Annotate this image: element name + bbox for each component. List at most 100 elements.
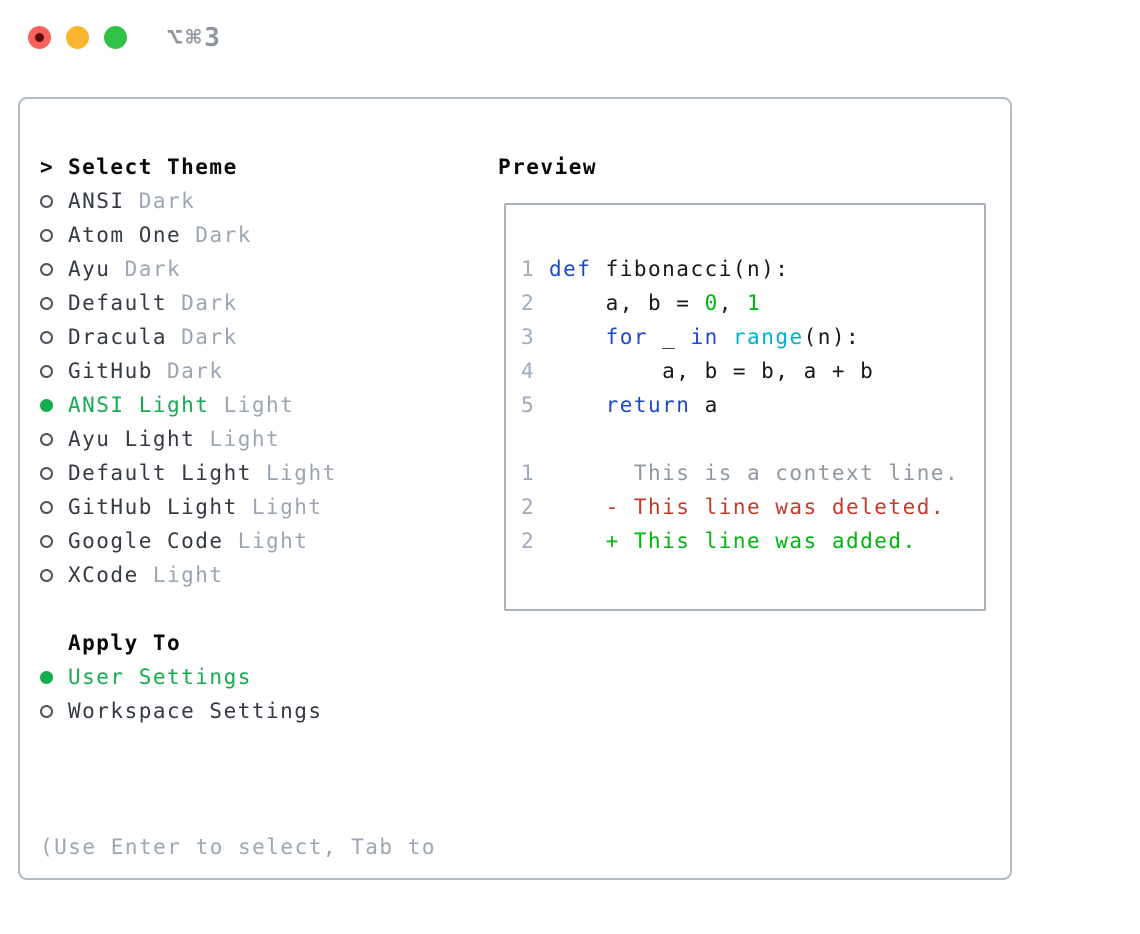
item-label: Google Code xyxy=(68,529,224,553)
code-line: 2 a, b = 0, 1 xyxy=(521,286,984,320)
item-tag: Dark xyxy=(152,359,224,383)
theme-item[interactable]: ANSI Dark xyxy=(40,184,498,218)
code-content: This is a context line. xyxy=(549,456,959,490)
code-content: - This line was deleted. xyxy=(549,490,945,524)
code-token-text xyxy=(719,325,733,349)
maximize-button[interactable] xyxy=(104,26,127,49)
radio-icon xyxy=(40,330,68,344)
theme-item[interactable]: Dracula Dark xyxy=(40,320,498,354)
item-label: ANSI Light xyxy=(68,393,210,417)
code-content: for _ in range(n): xyxy=(549,320,860,354)
radio-icon xyxy=(40,262,68,276)
item-tag: Dark xyxy=(167,291,238,315)
code-token-keyword: def xyxy=(549,257,592,281)
code-token-context: This is a context line. xyxy=(549,461,960,485)
code-content: return a xyxy=(549,388,719,422)
line-number: 1 xyxy=(521,257,536,281)
radio-icon xyxy=(40,228,68,242)
code-line: 3 for _ in range(n): xyxy=(521,320,984,354)
line-number: 4 xyxy=(521,359,536,383)
radio-selected-icon xyxy=(40,670,68,684)
radio-icon xyxy=(40,568,68,582)
minimize-button[interactable] xyxy=(66,26,89,49)
line-number: 1 xyxy=(521,461,536,485)
close-button-dot-icon xyxy=(35,33,44,42)
radio-dot xyxy=(40,194,53,208)
item-label: Workspace Settings xyxy=(68,699,323,723)
code-token-text: a, b = xyxy=(549,291,705,315)
close-button[interactable] xyxy=(28,26,51,49)
radio-icon xyxy=(40,534,68,548)
theme-item[interactable]: ANSI Light Light xyxy=(40,388,498,422)
theme-item[interactable]: GitHub Light Light xyxy=(40,490,498,524)
radio-icon xyxy=(40,364,68,378)
item-tag: Dark xyxy=(124,189,196,213)
radio-dot xyxy=(40,228,53,242)
code-content: a, b = b, a + b xyxy=(549,354,874,388)
radio-dot xyxy=(40,568,53,582)
code-line: 5 return a xyxy=(521,388,984,422)
code-token-keyword: for xyxy=(605,325,649,349)
theme-item[interactable]: Google Code Light xyxy=(40,524,498,558)
help-text: (Use Enter to select, Tab to change focu… xyxy=(40,762,498,934)
help-line-1: (Use Enter to select, Tab to xyxy=(40,835,437,859)
line-number: 3 xyxy=(521,325,536,349)
radio-icon xyxy=(40,466,68,480)
selection-prompt-icon: > xyxy=(40,155,55,179)
line-number: 5 xyxy=(521,393,536,417)
code-token-text xyxy=(549,393,606,417)
theme-item[interactable]: GitHub Dark xyxy=(40,354,498,388)
apply-to-option[interactable]: Workspace Settings xyxy=(40,694,498,728)
radio-icon xyxy=(40,704,68,718)
item-tag: Light xyxy=(237,495,323,519)
apply-to-header: Apply To xyxy=(40,626,498,660)
code-token-text: (n): xyxy=(803,325,861,349)
item-tag: Light xyxy=(223,529,309,553)
item-label: Default Light xyxy=(68,461,252,485)
theme-item[interactable]: Ayu Dark xyxy=(40,252,498,286)
theme-item[interactable]: XCode Light xyxy=(40,558,498,592)
radio-dot xyxy=(40,466,53,480)
preview-header: Preview xyxy=(498,150,1010,184)
radio-icon xyxy=(40,194,68,208)
item-label: ANSI xyxy=(68,189,125,213)
theme-item[interactable]: Default Light Light xyxy=(40,456,498,490)
theme-item[interactable]: Atom One Dark xyxy=(40,218,498,252)
code-line: 2 - This line was deleted. xyxy=(521,490,984,524)
item-tag: Light xyxy=(138,563,224,587)
item-label: GitHub xyxy=(68,359,153,383)
item-label: User Settings xyxy=(68,665,252,689)
apply-to-option[interactable]: User Settings xyxy=(40,660,498,694)
radio-dot xyxy=(40,364,53,378)
item-label: Default xyxy=(68,291,168,315)
code-token-function: range xyxy=(732,325,804,349)
line-number: 2 xyxy=(521,495,536,519)
item-label: Dracula xyxy=(68,325,168,349)
item-label: XCode xyxy=(68,563,139,587)
preview-title: Preview xyxy=(498,155,598,179)
window-title-shortcut: ⌥⌘3 xyxy=(167,23,223,53)
theme-list-header: > Select Theme xyxy=(40,150,498,184)
item-label: GitHub Light xyxy=(68,495,238,519)
code-token-keyword: return xyxy=(605,393,691,417)
theme-item[interactable]: Default Dark xyxy=(40,286,498,320)
radio-dot xyxy=(40,704,53,718)
theme-item[interactable]: Ayu Light Light xyxy=(40,422,498,456)
code-token-text: _ xyxy=(648,325,691,349)
item-tag: Light xyxy=(251,461,337,485)
code-token-keyword: in xyxy=(690,325,719,349)
code-line: 2 + This line was added. xyxy=(521,524,984,558)
code-token-text xyxy=(549,325,606,349)
code-token-text: , xyxy=(718,291,748,315)
code-token-added: + This line was added. xyxy=(549,529,917,553)
titlebar: ⌥⌘3 xyxy=(0,0,1140,97)
